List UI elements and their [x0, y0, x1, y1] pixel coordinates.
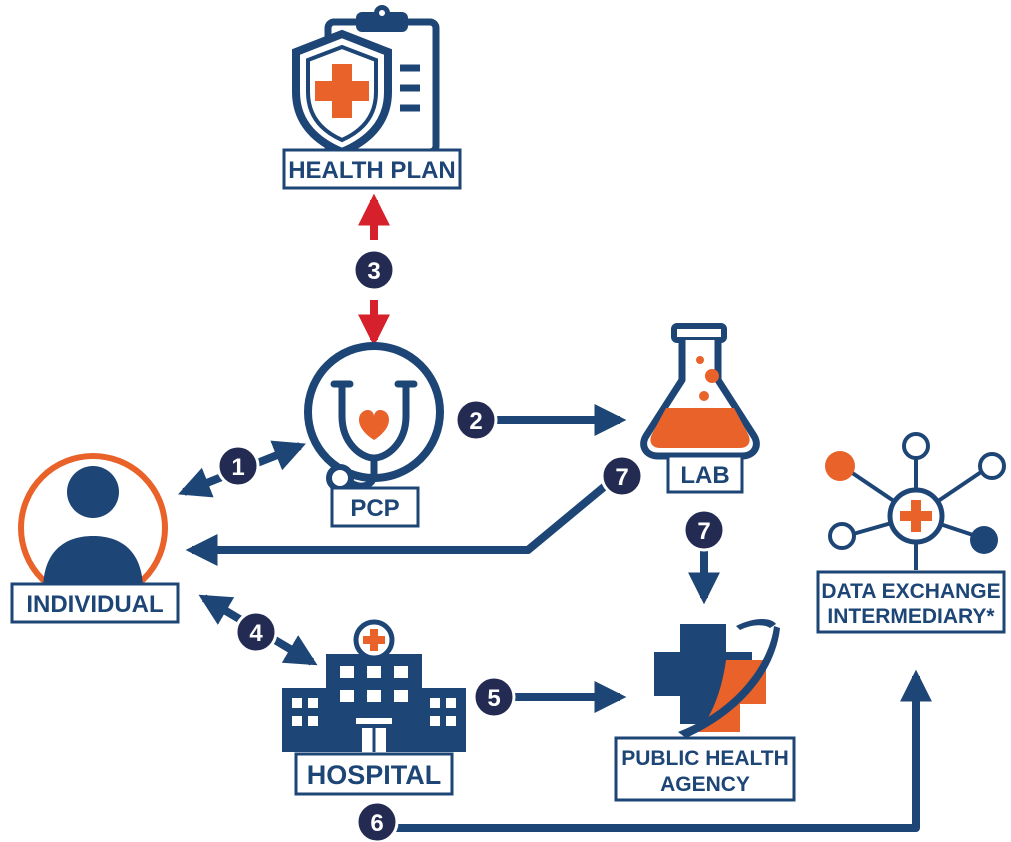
- lab-label: LAB: [680, 462, 729, 489]
- lab-flask-icon: [640, 323, 760, 460]
- connectors: [178, 193, 932, 832]
- data-exchange-label-line1: DATA EXCHANGE: [821, 580, 1000, 603]
- svg-text:4: 4: [249, 620, 263, 647]
- network-hub-icon: [825, 432, 1006, 570]
- public-health-label-box: [614, 736, 796, 802]
- public-health-agency-node: PUBLIC HEALTH AGENCY: [614, 619, 796, 802]
- public-health-label-line2: AGENCY: [660, 773, 750, 796]
- pcp-label: PCP: [350, 495, 399, 522]
- arrow-lab-to-individual: [185, 478, 613, 566]
- hospital-node: HOSPITAL: [282, 619, 466, 796]
- step-badge-5: 5: [472, 675, 516, 719]
- data-exchange-label-box: [816, 570, 1006, 634]
- hospital-label: HOSPITAL: [307, 760, 442, 790]
- individual-label-box: [10, 582, 180, 624]
- step-badge-4: 4: [234, 610, 278, 654]
- individual-node: INDIVIDUAL: [10, 453, 180, 624]
- step-badge-3: 3: [352, 248, 396, 292]
- svg-text:6: 6: [370, 810, 383, 837]
- health-plan-shield-clipboard-icon: [292, 5, 440, 157]
- health-plan-label-box: [282, 148, 462, 190]
- pcp-node: PCP: [304, 342, 444, 528]
- health-plan-node: HEALTH PLAN: [282, 5, 462, 190]
- step-badge-2: 2: [454, 398, 498, 442]
- public-health-cross-icon: [654, 619, 780, 738]
- svg-text:2: 2: [469, 408, 482, 435]
- individual-label: INDIVIDUAL: [26, 591, 163, 618]
- svg-text:3: 3: [367, 258, 380, 285]
- svg-text:7: 7: [697, 518, 710, 545]
- pcp-label-box: [330, 486, 420, 528]
- svg-text:7: 7: [615, 464, 628, 491]
- step-badge-7-individual: 7: [600, 454, 644, 498]
- health-plan-label: HEALTH PLAN: [288, 157, 456, 184]
- person-icon: [18, 453, 168, 603]
- step-badge-6: 6: [355, 800, 399, 842]
- svg-text:1: 1: [231, 454, 244, 481]
- arrow-hospital-to-data-exchange: [388, 669, 932, 832]
- svg-text:5: 5: [487, 685, 500, 712]
- stethoscope-heart-icon: [304, 342, 444, 492]
- step-badges: 3 1 2 7 7 4 5 6: [216, 248, 726, 842]
- hospital-building-icon: [282, 619, 466, 752]
- public-health-label-line1: PUBLIC HEALTH: [621, 747, 789, 770]
- hospital-label-box: [294, 752, 454, 796]
- lab-node: LAB: [640, 323, 760, 494]
- step-badge-7-public-health: 7: [682, 508, 726, 552]
- data-exchange-node: DATA EXCHANGE INTERMEDIARY*: [816, 432, 1006, 634]
- data-exchange-label-line2: INTERMEDIARY*: [827, 605, 995, 628]
- step-badge-1: 1: [216, 444, 260, 488]
- lab-label-box: [666, 454, 744, 494]
